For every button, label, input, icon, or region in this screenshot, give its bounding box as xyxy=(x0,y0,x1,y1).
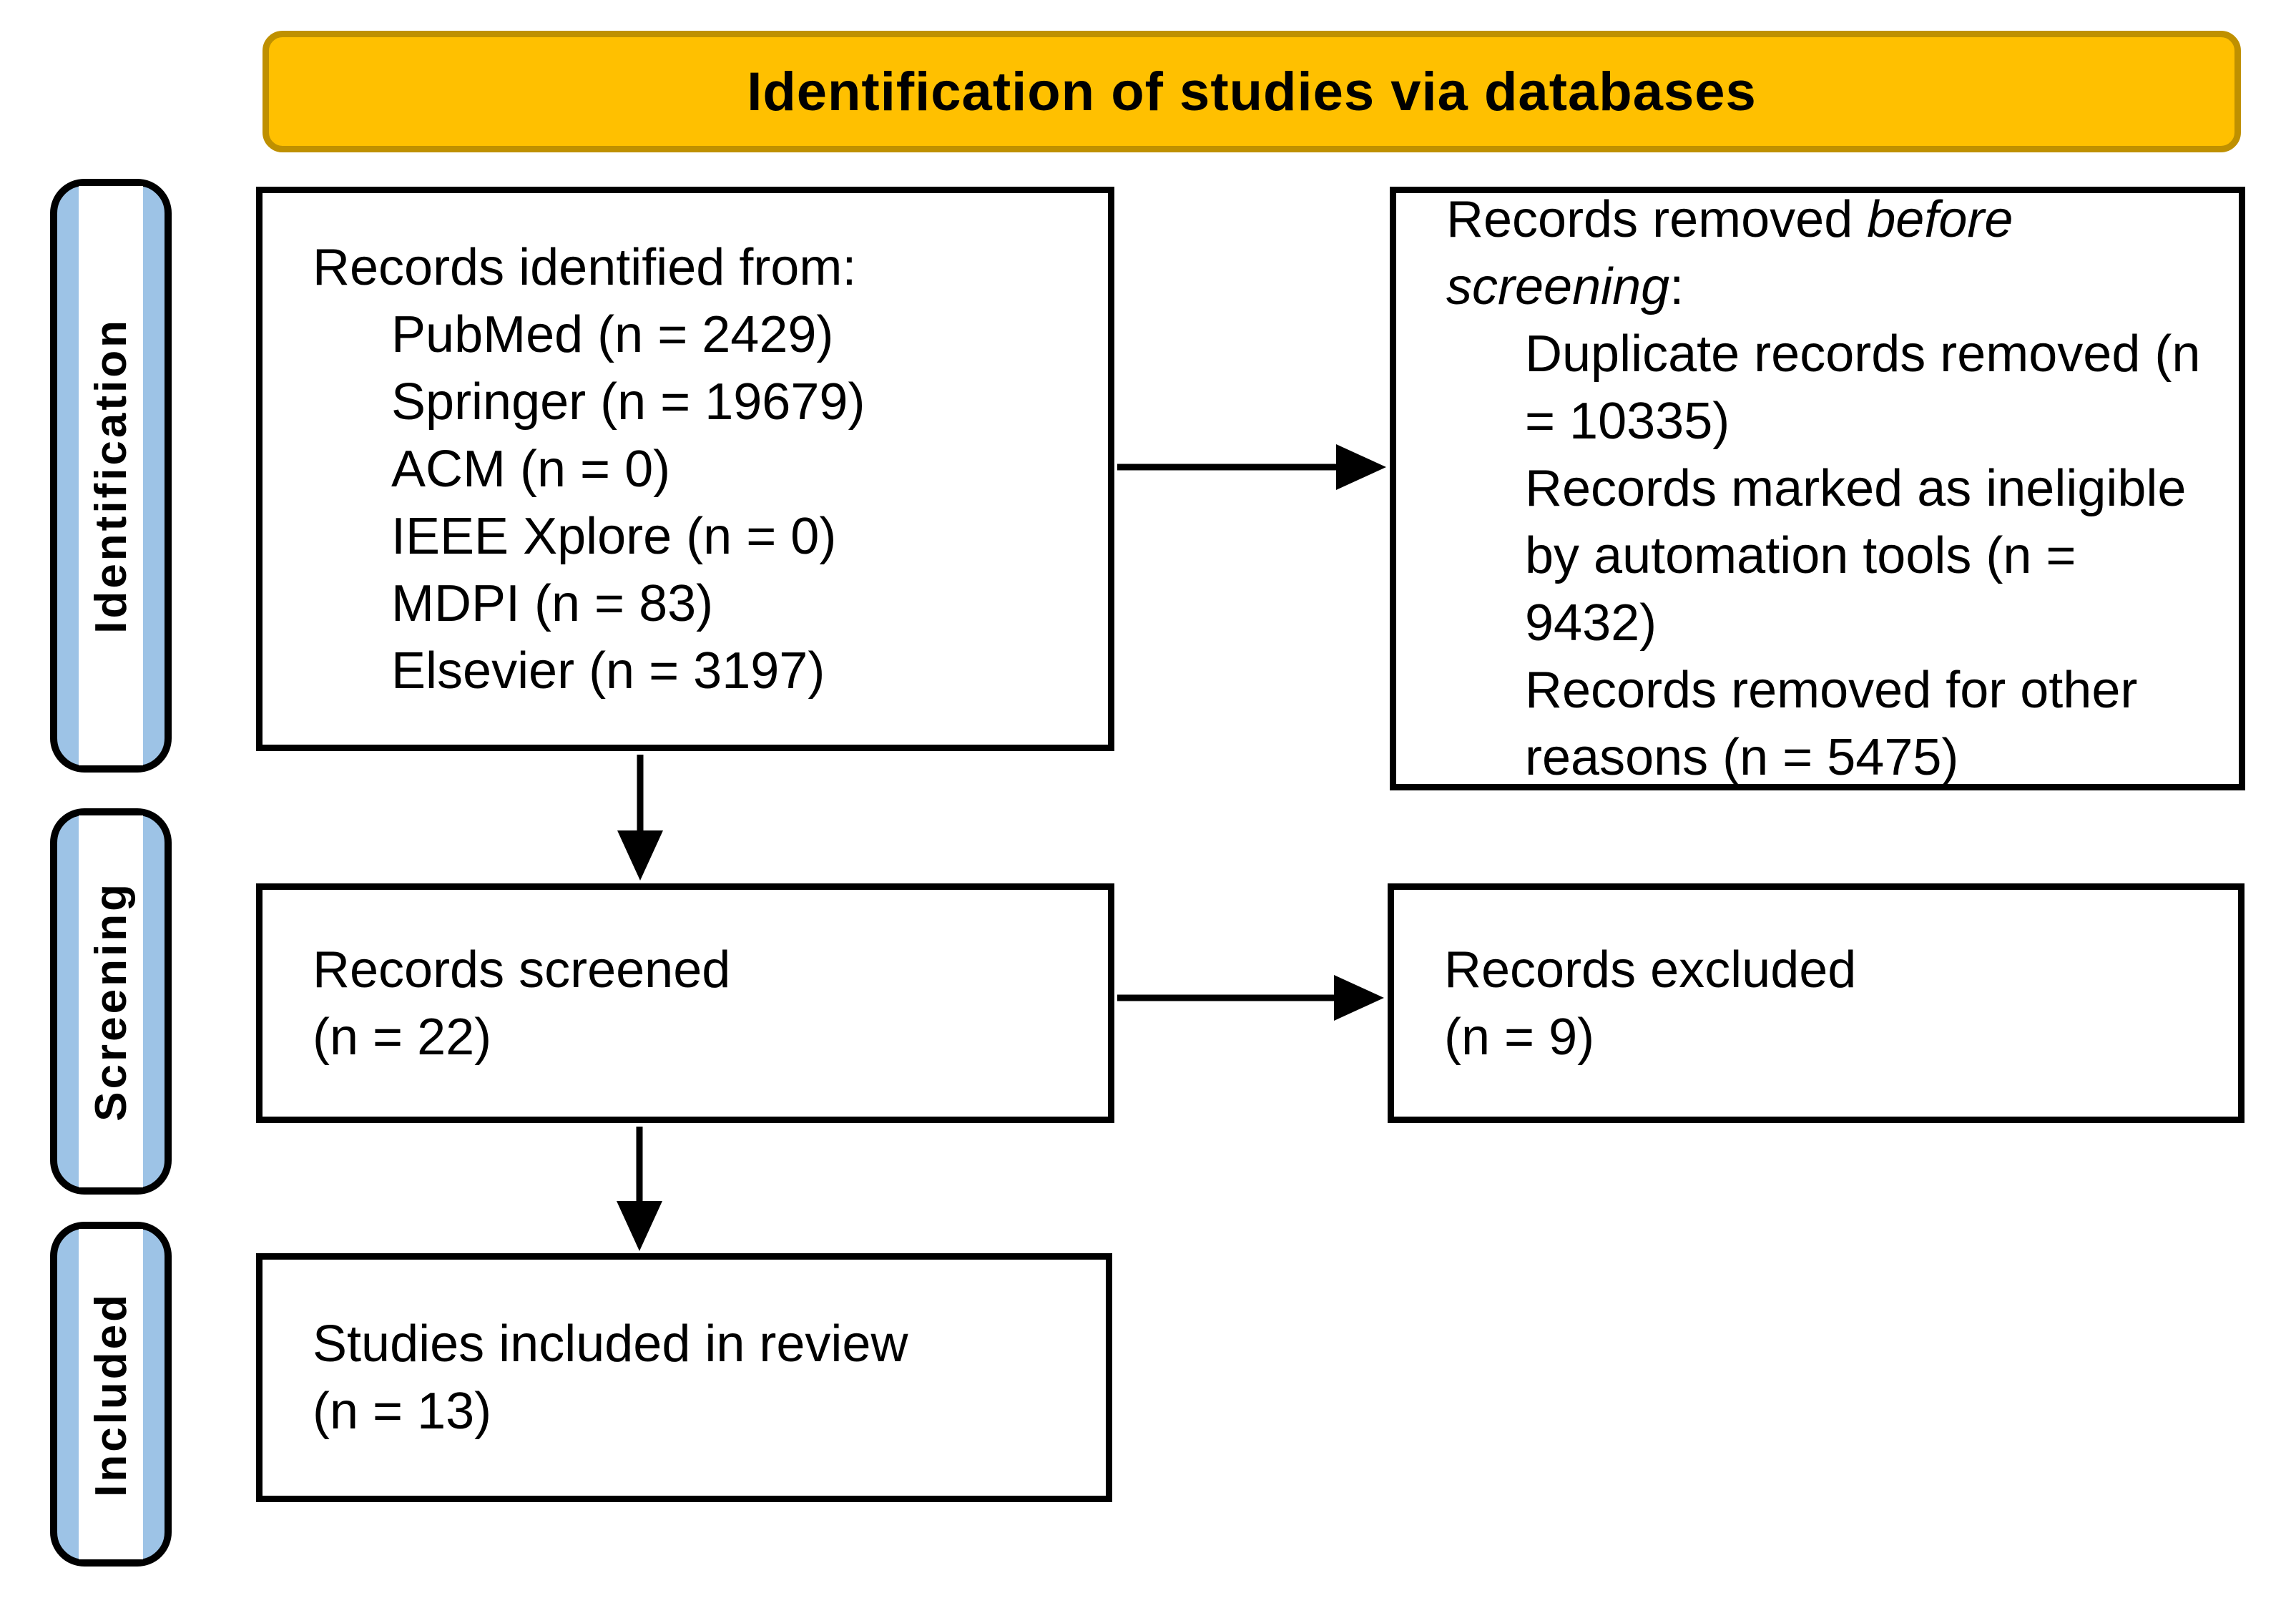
source-springer: Springer (n = 19679) xyxy=(391,373,865,431)
diagram-title: Identification of studies via databases xyxy=(747,61,1757,122)
removed-other: Records removed for other reasons (n = 5… xyxy=(1525,662,2138,786)
source-mdpi: MDPI (n = 83) xyxy=(391,574,714,632)
stage-tab-stripe xyxy=(79,186,143,765)
source-pubmed: PubMed (n = 2429) xyxy=(391,305,834,363)
stage-label-screening: Screening xyxy=(86,881,136,1122)
removed-duplicates: Duplicate records removed (n = 10335) xyxy=(1525,325,2201,450)
stage-tab-included: Included xyxy=(50,1222,172,1567)
source-ieee: IEEE Xplore (n = 0) xyxy=(391,507,837,565)
records-screened-label: Records screened xyxy=(313,941,731,999)
header-banner: Identification of studies via databases xyxy=(263,31,2241,152)
stage-label-identification: Identification xyxy=(86,318,136,634)
stage-tab-screening: Screening xyxy=(50,808,172,1195)
records-removed-title-line1: Records removed before xyxy=(1446,191,2013,248)
box-records-identified: Records identified from: PubMed (n = 242… xyxy=(256,187,1114,751)
records-identified-title: Records identified from: xyxy=(313,238,857,296)
removed-automation: Records marked as ineligible by automati… xyxy=(1525,460,2187,652)
records-screened-count: (n = 22) xyxy=(313,1008,492,1066)
box-records-screened: Records screened (n = 22) xyxy=(256,883,1114,1123)
arrow-identified-to-screened xyxy=(617,755,663,881)
source-acm: ACM (n = 0) xyxy=(391,440,671,498)
box-records-excluded: Records excluded (n = 9) xyxy=(1388,883,2245,1123)
stage-tab-stripe xyxy=(79,1229,143,1559)
arrow-identified-to-removed xyxy=(1117,444,1386,490)
arrow-screened-to-included xyxy=(617,1127,662,1251)
stage-tab-identification: Identification xyxy=(50,179,172,773)
studies-included-count: (n = 13) xyxy=(313,1383,492,1440)
records-removed-title-line2: screening: xyxy=(1446,258,1684,315)
studies-included-label: Studies included in review xyxy=(313,1315,908,1373)
stage-tab-stripe xyxy=(79,815,143,1187)
records-excluded-count: (n = 9) xyxy=(1444,1008,1595,1066)
box-records-removed: Records removed before screening: Duplic… xyxy=(1390,187,2245,790)
source-elsevier: Elsevier (n = 3197) xyxy=(391,642,825,700)
stage-label-included: Included xyxy=(86,1291,136,1497)
arrow-screened-to-excluded xyxy=(1117,975,1384,1021)
box-studies-included: Studies included in review (n = 13) xyxy=(256,1253,1112,1502)
records-excluded-label: Records excluded xyxy=(1444,941,1857,999)
